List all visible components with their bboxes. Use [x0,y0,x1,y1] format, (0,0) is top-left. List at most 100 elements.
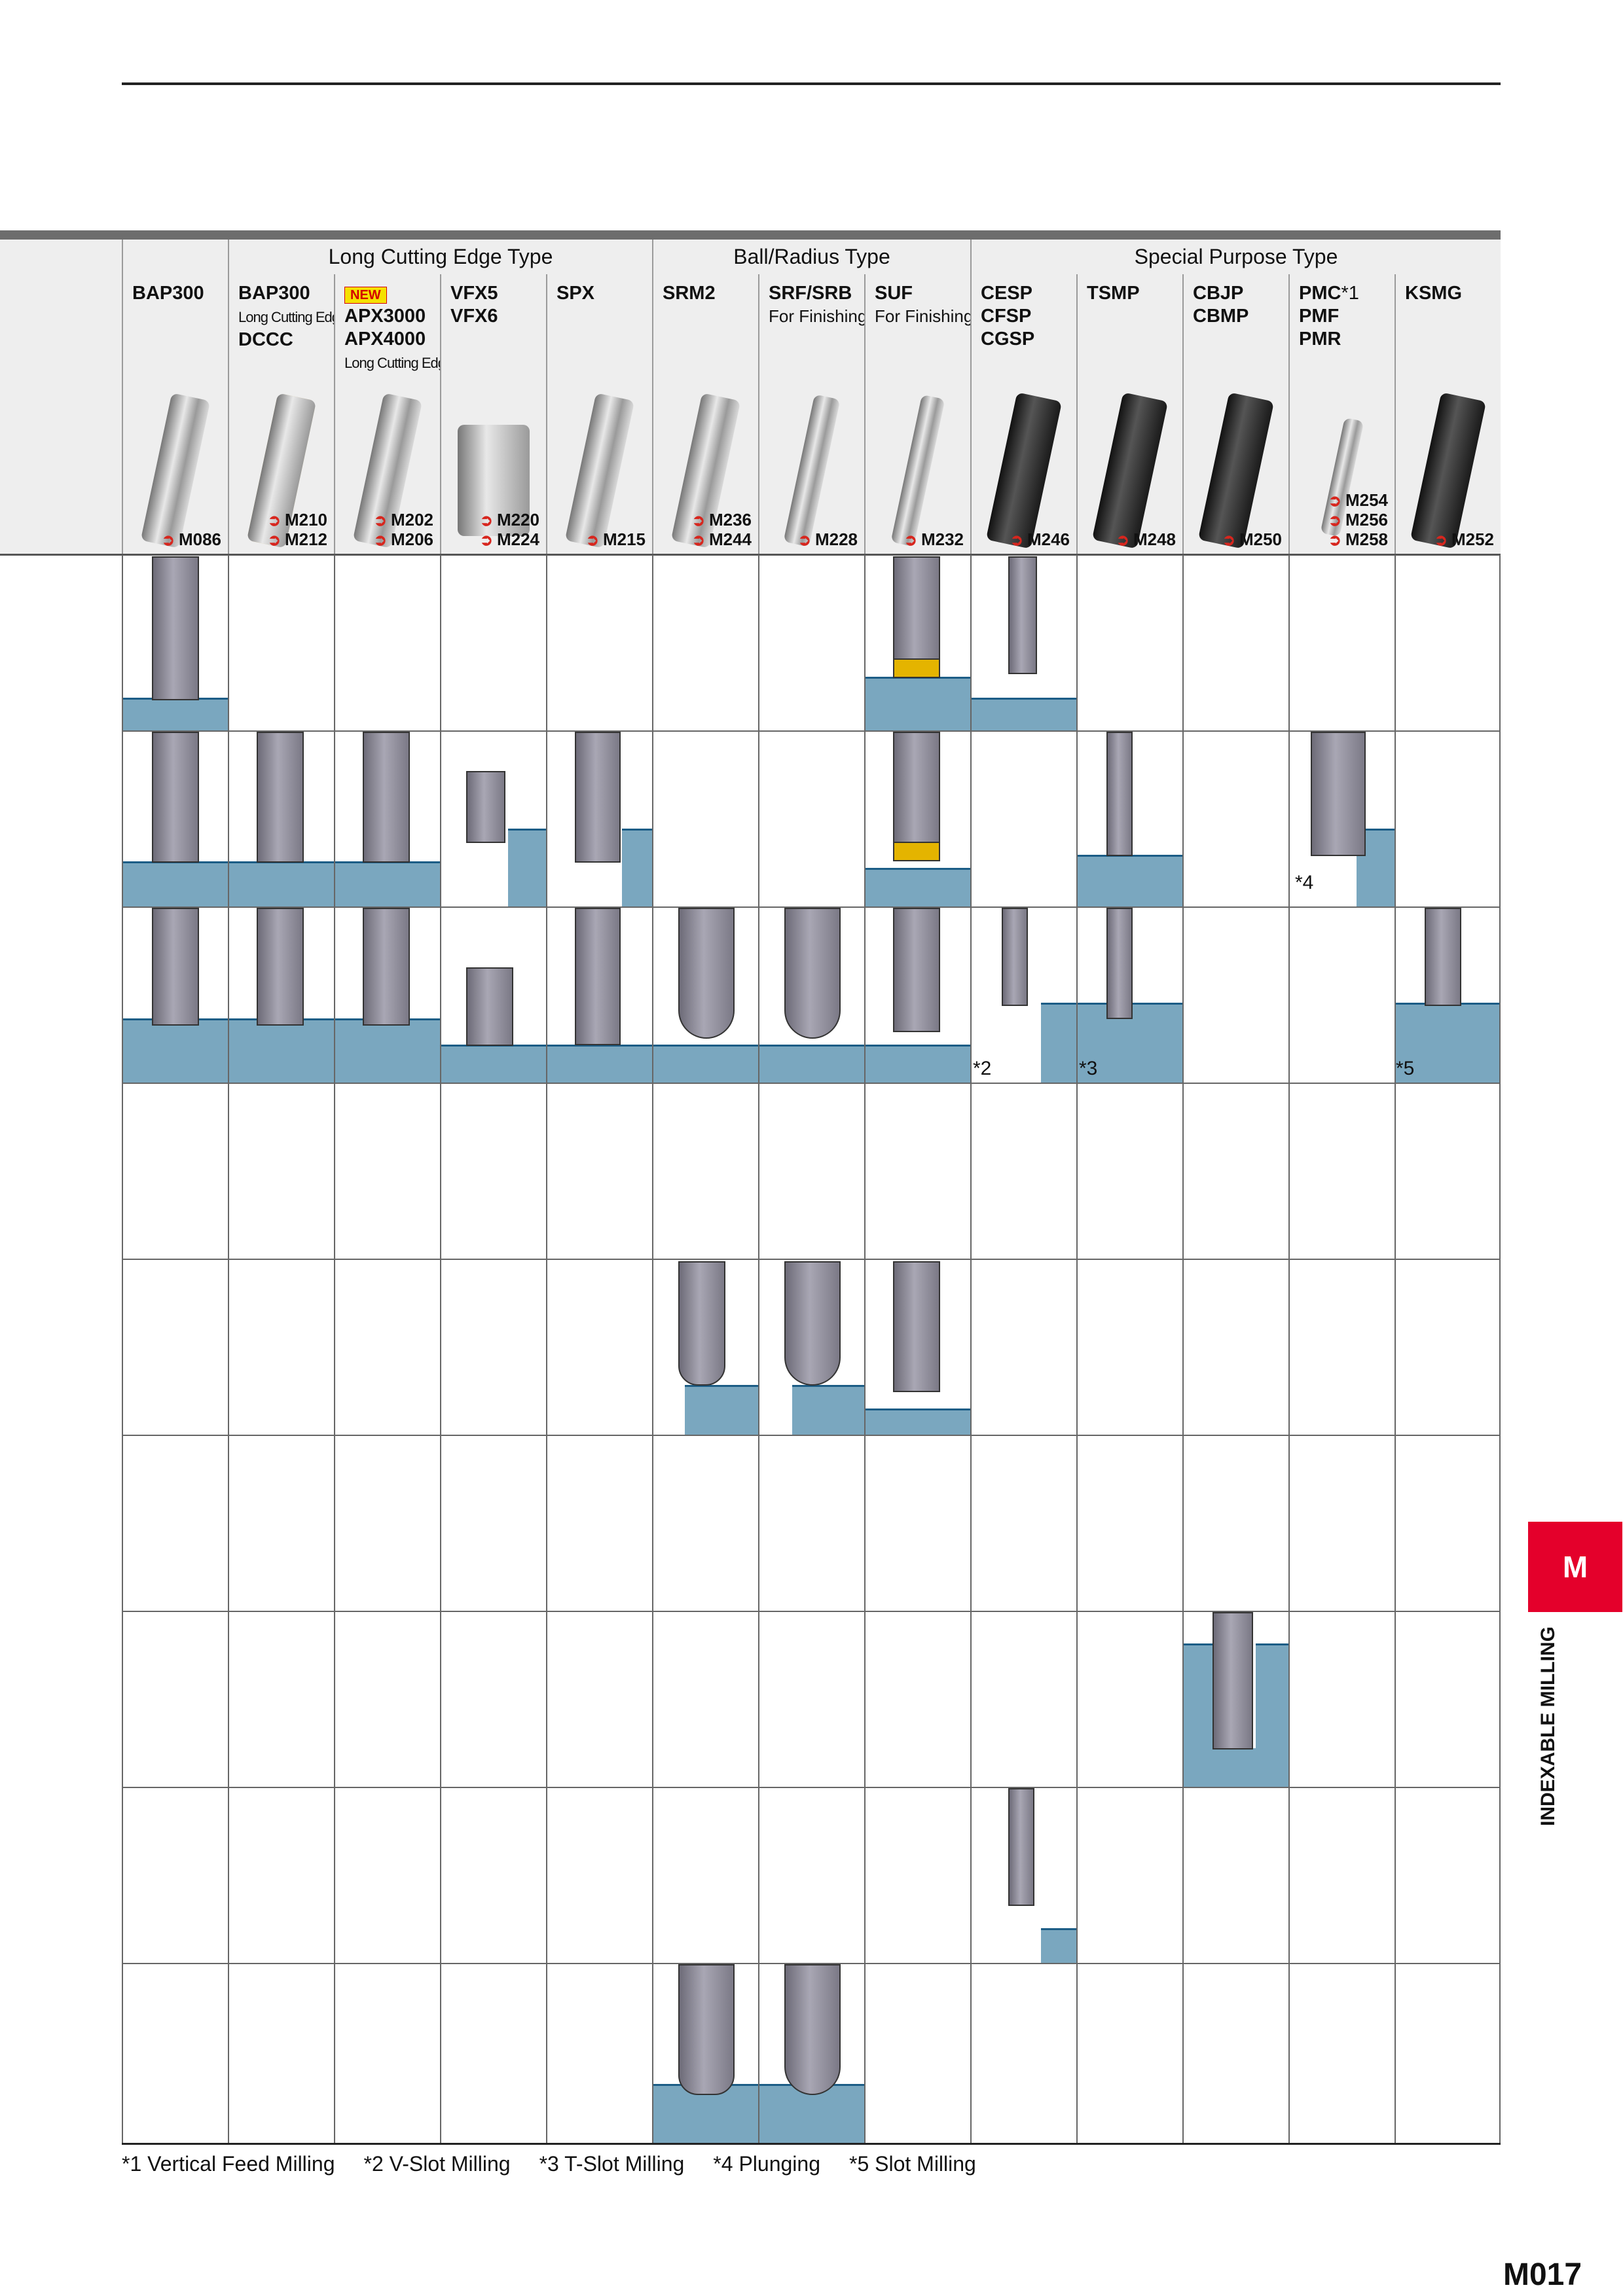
column-subtitle: For Finishing [875,306,974,326]
column-header-spx: SPX M215 [546,274,652,555]
grid-line [440,555,441,2144]
column-name: TSMP [1087,283,1140,304]
grid-line [228,555,229,2144]
tool-image [140,393,211,548]
column-name: VFX5 VFX6 [450,283,498,327]
cutter-body [1106,732,1133,856]
page-ref[interactable]: M244 [692,530,752,550]
footnote: *4 Plunging [713,2152,820,2176]
workpiece [508,829,546,906]
page-ref[interactable]: M212 [268,530,327,550]
column-name: SRM2 [663,283,716,304]
grid-line [122,1083,1501,1084]
tool-image [783,394,841,547]
page-refs: M232 [904,530,964,550]
page-ref[interactable]: M086 [162,530,221,550]
cutter-body [363,908,410,1026]
grid-line [122,1963,1501,1964]
page-number: M017 [1503,2257,1582,2292]
group-blank [122,240,228,274]
cutter-body [1106,908,1133,1019]
column-header-bap300: BAP300 M086 [122,274,228,555]
workpiece [866,1045,970,1083]
page-ref[interactable]: M206 [374,530,433,550]
workpiece [335,861,440,906]
page-ref[interactable]: M220 [480,511,539,530]
workpiece [335,1018,440,1083]
column-header-tsmp: TSMP M248 [1076,274,1182,555]
grid-line [1395,555,1396,2144]
tool-image [890,394,945,547]
cutter-body [784,1964,841,2095]
tool-image [1410,392,1487,549]
grid-line [652,555,653,2144]
top-rule [122,82,1501,85]
group-special-purpose: Special Purpose Type [970,240,1501,274]
column-header-srm2: SRM2 M236M244 [652,274,758,555]
page-ref[interactable]: M254 [1328,491,1388,511]
column-header-cbjp: CBJP CBMP M250 [1182,274,1288,555]
footnote-mark: *3 [1079,1058,1098,1079]
page-refs: M254M256M258 [1328,491,1388,550]
workpiece [123,1018,228,1083]
page-ref[interactable]: M228 [798,530,858,550]
page-ref[interactable]: M232 [904,530,964,550]
cutter-body [466,771,505,843]
section-letter: M [1562,1550,1588,1584]
grid-line [1499,555,1501,2144]
insert [893,658,940,678]
grid-line [122,555,123,2144]
workpiece [972,698,1076,730]
tool-image [1197,392,1275,549]
page-ref[interactable]: M250 [1222,530,1282,550]
page-ref[interactable]: M236 [692,511,752,530]
grid-line [122,730,1501,732]
section-label: INDEXABLE MILLING [1537,1626,1559,1826]
page-refs: M086 [162,530,221,550]
cutter-body [152,556,199,700]
workpiece [622,829,652,906]
cutter-body [784,908,841,1039]
column-name: KSMG [1405,283,1462,304]
new-badge: NEW [344,287,387,304]
workpiece [123,698,228,730]
cutter-body [152,732,199,863]
insert [893,842,940,861]
application-table: Long Cutting Edge Type Ball/Radius Type … [0,240,1501,2144]
cutter-body [363,732,410,863]
column-name-line: SUF [875,283,913,304]
section-tab[interactable]: M [1528,1522,1622,1612]
tool-image [985,392,1063,549]
grid-line [122,1259,1501,1260]
page-ref[interactable]: M215 [586,530,646,550]
page-ref[interactable]: M252 [1434,530,1494,550]
row-label-header [0,240,122,274]
cutter-body [678,1261,725,1386]
cutter-body [784,1261,841,1386]
page-refs: M202M206 [374,511,433,550]
cutter-body [1008,1788,1034,1906]
page-ref[interactable]: M210 [268,511,327,530]
page-ref[interactable]: M224 [480,530,539,550]
page-ref[interactable]: M256 [1328,511,1388,530]
footnote-mark: *2 [973,1058,992,1079]
page-ref[interactable]: M258 [1328,530,1388,550]
page-ref[interactable]: M246 [1010,530,1070,550]
cutter-body [466,967,513,1046]
column-name: BAP300 [132,283,204,304]
page-ref[interactable]: M202 [374,511,433,530]
cutter-body [1425,908,1461,1006]
footnote: *5 Slot Milling [848,2152,976,2176]
cutter-body [257,732,304,863]
page-ref[interactable]: M248 [1116,530,1176,550]
group-label: Special Purpose Type [1134,245,1338,268]
grid-line [758,555,759,2144]
row-label-header-lower [0,274,122,555]
workpiece [1041,1003,1076,1083]
page-refs: M248 [1116,530,1176,550]
grid-line [334,555,335,2144]
